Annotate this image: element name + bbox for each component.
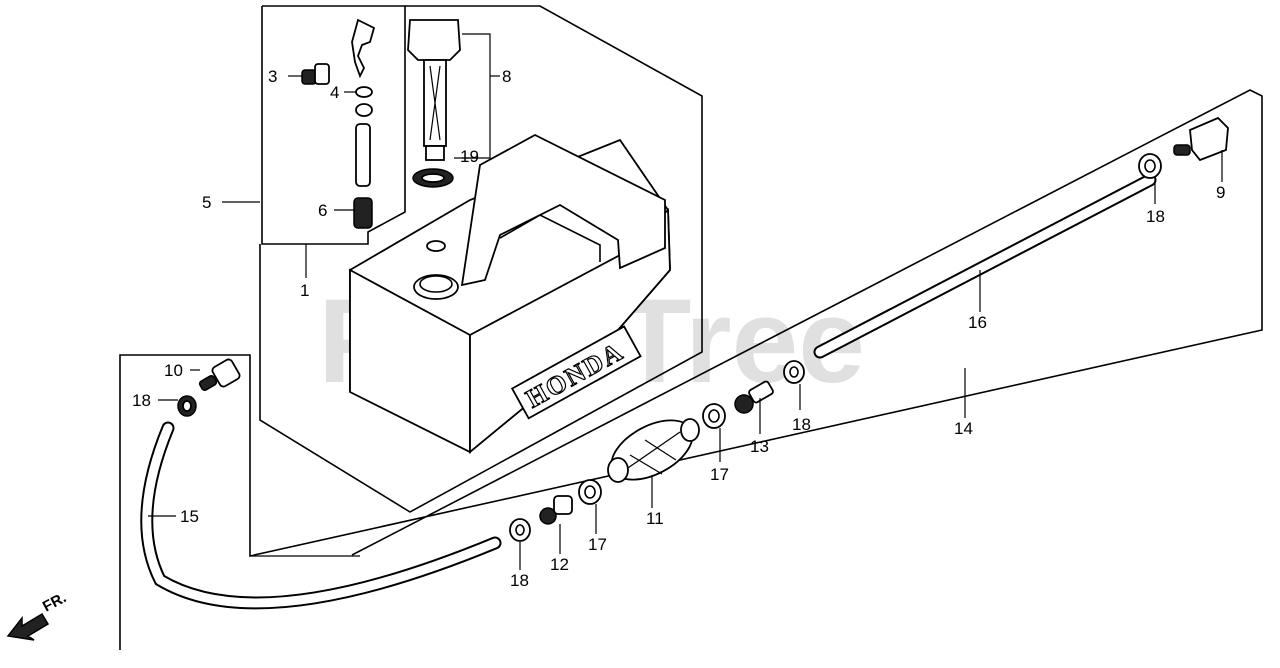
callout-18-top: 18 bbox=[1146, 207, 1165, 226]
part-12-joint bbox=[539, 495, 573, 525]
kit-box-frame bbox=[261, 5, 406, 245]
callout-19: 19 bbox=[460, 147, 479, 166]
part-17-clamp-lower bbox=[578, 479, 602, 505]
callout-11: 11 bbox=[646, 509, 664, 528]
part-13-joint bbox=[734, 380, 774, 414]
hose-group-frame bbox=[119, 89, 1263, 650]
front-direction-arrow: FR. bbox=[6, 589, 69, 641]
part-8-gauge bbox=[407, 19, 461, 161]
callout-18-bottom: 18 bbox=[510, 571, 529, 590]
callout-16: 16 bbox=[968, 313, 987, 332]
part-6-filter bbox=[353, 123, 373, 229]
callout-18-mid: 18 bbox=[792, 415, 811, 434]
callout-17-upper: 17 bbox=[710, 465, 729, 484]
callout-3: 3 bbox=[268, 67, 277, 86]
part-11-primer-bulb bbox=[607, 418, 700, 483]
part-17-clamp-upper bbox=[702, 403, 726, 429]
part-18-clamp-bottom bbox=[509, 518, 531, 542]
callout-15: 15 bbox=[180, 507, 199, 526]
callout-5: 5 bbox=[202, 193, 211, 212]
callout-6: 6 bbox=[318, 201, 327, 220]
callout-14: 14 bbox=[954, 419, 973, 438]
part-18-clamp-mid bbox=[783, 360, 805, 384]
part-18-clamp-top bbox=[1138, 153, 1162, 179]
part-10-connector bbox=[198, 358, 241, 391]
callout-10: 10 bbox=[164, 361, 183, 380]
callout-9: 9 bbox=[1216, 183, 1225, 202]
callout-1: 1 bbox=[300, 281, 309, 300]
part-16-hose bbox=[813, 173, 1157, 359]
direction-label: FR. bbox=[40, 589, 69, 615]
part-4-washer bbox=[351, 18, 376, 117]
fuel-tank: HONDA bbox=[349, 133, 671, 454]
part-9-connector bbox=[1173, 116, 1229, 162]
callout-17-lower: 17 bbox=[588, 535, 607, 554]
callout-8: 8 bbox=[502, 67, 511, 86]
part-15-hose bbox=[140, 421, 502, 610]
leader-lines bbox=[148, 33, 1223, 570]
callout-13: 13 bbox=[750, 437, 769, 456]
part-3-fitting bbox=[301, 63, 330, 85]
callout-12: 12 bbox=[550, 555, 569, 574]
tank-frame bbox=[259, 5, 703, 513]
callout-18-left: 18 bbox=[132, 391, 151, 410]
callout-4: 4 bbox=[330, 83, 339, 102]
